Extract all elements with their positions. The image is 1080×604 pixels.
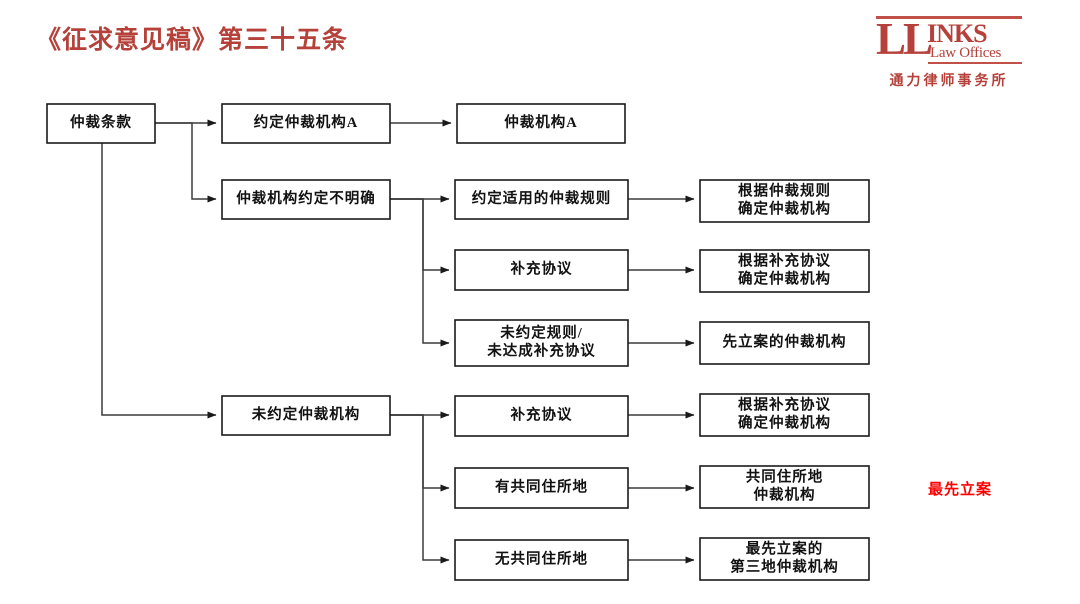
flow-node-label: 仲裁机构: [754, 485, 816, 503]
flow-node-n5[interactable]: 约定适用的仲裁规则: [454, 179, 629, 220]
flow-edge-n4-to-n7: [390, 198, 450, 274]
company-logo: LL INKS Law Offices 通力律师事务所: [874, 16, 1024, 90]
edge-layer: [101, 119, 695, 564]
flow-node-n3[interactable]: 仲裁机构A: [456, 103, 626, 144]
logo-inks-text: INKS: [927, 19, 988, 48]
flow-node-box: [699, 321, 870, 365]
flow-node-label: 仲裁机构A: [504, 113, 577, 131]
logo-mid-rule: [928, 62, 1022, 64]
flow-node-box: [221, 395, 391, 436]
flow-node-n7[interactable]: 补充协议: [454, 249, 629, 291]
logo-chinese-name: 通力律师事务所: [889, 74, 1009, 89]
flow-node-label: 补充协议: [510, 405, 573, 423]
flow-node-box: [699, 179, 870, 223]
flow-node-label: 仲裁机构约定不明确: [236, 189, 376, 207]
flow-edge-n4-to-n9: [390, 198, 450, 347]
flow-node-box: [454, 249, 629, 291]
flow-node-box: [46, 103, 156, 144]
flow-node-box: [699, 465, 870, 509]
flow-edge-n1-to-n4: [155, 122, 217, 203]
flow-node-box: [221, 103, 391, 144]
flow-node-n12[interactable]: 补充协议: [454, 395, 629, 437]
logo-tagline: Law Offices: [930, 45, 1001, 61]
flow-edge-n11-to-n14: [390, 414, 450, 492]
flow-node-label: 补充协议: [510, 259, 573, 277]
flow-node-label: 未达成补充协议: [486, 341, 596, 359]
flow-edge-n11-to-n16: [390, 414, 450, 564]
flow-node-label: 共同住所地: [746, 467, 824, 485]
flow-node-label: 根据仲裁规则: [738, 181, 831, 199]
flow-node-n16[interactable]: 无共同住所地: [454, 539, 629, 581]
flow-node-box: [454, 467, 629, 509]
page-title: 《征求意见稿》第三十五条: [36, 27, 349, 54]
flow-node-label: 未约定规则/: [499, 323, 583, 341]
logo-ll-text: LL: [876, 14, 933, 64]
flow-node-box: [699, 537, 870, 581]
flow-node-label: 最先立案的: [746, 539, 824, 557]
flow-node-box: [456, 103, 626, 144]
flow-node-label: 第三地仲裁机构: [730, 557, 839, 575]
flow-node-n14[interactable]: 有共同住所地: [454, 467, 629, 509]
flow-node-box: [454, 179, 629, 220]
annotation-label: 最先立案: [928, 482, 993, 498]
logo-top-rule: [876, 16, 1022, 19]
flow-node-label: 根据补充协议: [738, 395, 831, 413]
flow-node-n10[interactable]: 先立案的仲裁机构: [699, 321, 870, 365]
logo-wordmark: LL INKS Law Offices: [874, 17, 1024, 65]
flow-node-label: 未约定仲裁机构: [251, 405, 361, 423]
flow-node-box: [221, 179, 391, 220]
flow-node-label: 根据补充协议: [738, 251, 831, 269]
flow-node-label: 约定仲裁机构A: [254, 113, 358, 131]
node-layer: 仲裁条款 约定仲裁机构A 仲裁机构A 仲裁机构约定不明确 约定适用的仲裁规则 根据仲裁规则…: [46, 103, 870, 581]
flow-node-label: 约定适用的仲裁规则: [472, 189, 612, 207]
flow-node-label: 仲裁条款: [70, 113, 132, 131]
flow-node-label: 有共同住所地: [495, 477, 588, 495]
flow-node-n4[interactable]: 仲裁机构约定不明确: [221, 179, 391, 220]
flow-node-label: 确定仲裁机构: [738, 413, 831, 431]
flow-node-n2[interactable]: 约定仲裁机构A: [221, 103, 391, 144]
flow-node-label: 确定仲裁机构: [738, 269, 831, 287]
flow-node-box: [454, 319, 629, 367]
flow-node-n11[interactable]: 未约定仲裁机构: [221, 395, 391, 436]
flow-node-box: [454, 539, 629, 581]
flow-node-label: 确定仲裁机构: [738, 199, 831, 217]
flow-node-box: [699, 249, 870, 293]
flow-node-n9[interactable]: 未约定规则/未达成补充协议: [454, 319, 629, 367]
flow-node-box: [454, 395, 629, 437]
flow-node-box: [699, 393, 870, 437]
flow-node-label: 先立案的仲裁机构: [723, 332, 847, 350]
flow-node-n1[interactable]: 仲裁条款: [46, 103, 156, 144]
flow-node-label: 无共同住所地: [495, 549, 588, 567]
flow-edge-n1-to-n11: [101, 143, 217, 419]
